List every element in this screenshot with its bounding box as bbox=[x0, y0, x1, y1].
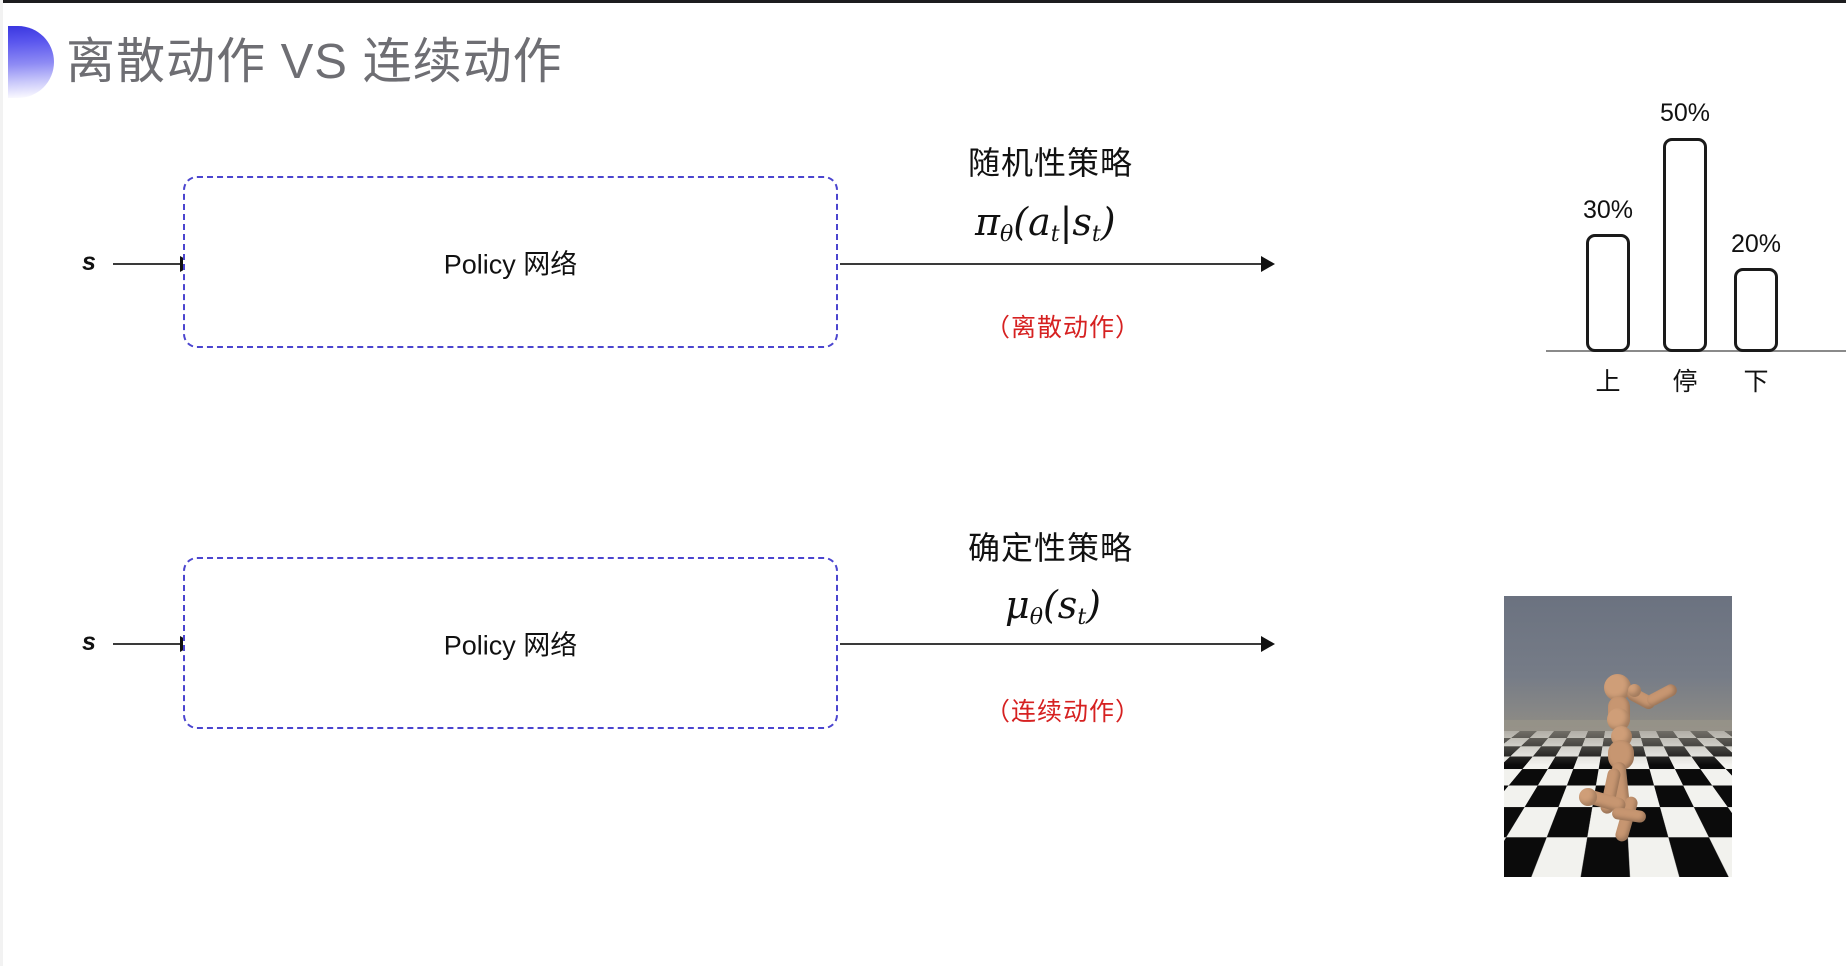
output-arrow-line-continuous bbox=[840, 643, 1265, 645]
formula-open-paren: ( bbox=[1013, 200, 1028, 244]
formula-head-sub: θ bbox=[1030, 605, 1043, 630]
input-state-label-discrete: s bbox=[82, 248, 96, 277]
formula-arg2-sub: t bbox=[1092, 222, 1101, 247]
formula-arg2: s bbox=[1072, 200, 1092, 244]
formula-bar: | bbox=[1060, 200, 1073, 244]
output-arrow-line-discrete bbox=[840, 263, 1265, 265]
policy-network-box-continuous[interactable]: Policy 网络 bbox=[183, 557, 838, 729]
page-title: 离散动作 VS 连续动作 bbox=[66, 26, 563, 98]
policy-network-box-discrete[interactable]: Policy 网络 bbox=[183, 176, 838, 348]
frame-left-edge bbox=[0, 0, 3, 966]
humanoid-simulation-image bbox=[1504, 596, 1732, 877]
formula-arg1: s bbox=[1058, 583, 1078, 627]
policy-type-name-discrete: 随机性策略 bbox=[968, 138, 1133, 184]
header-accent-shape bbox=[8, 26, 54, 98]
bar-category-2: 下 bbox=[1726, 362, 1786, 398]
frame-top-edge bbox=[0, 0, 1846, 3]
input-arrow-line-continuous bbox=[113, 643, 185, 645]
input-state-label-continuous: s bbox=[82, 628, 96, 657]
formula-head: μ bbox=[1005, 583, 1030, 627]
formula-arg1-sub: t bbox=[1051, 222, 1060, 247]
bar-category-1: 停 bbox=[1655, 362, 1715, 398]
formula-head: π bbox=[975, 200, 1000, 244]
formula-arg1: a bbox=[1028, 200, 1051, 244]
bar-category-0: 上 bbox=[1578, 362, 1638, 398]
humanoid-knee bbox=[1579, 788, 1597, 806]
output-arrow-head-discrete bbox=[1261, 256, 1275, 272]
bar-0 bbox=[1586, 234, 1630, 352]
bar-2 bbox=[1734, 268, 1778, 352]
output-arrow-head-continuous bbox=[1261, 636, 1275, 652]
bar-value-2: 20% bbox=[1714, 230, 1798, 259]
bar-value-1: 50% bbox=[1643, 99, 1727, 128]
action-type-note-discrete: （离散动作） bbox=[985, 308, 1141, 344]
action-type-note-continuous: （连续动作） bbox=[985, 692, 1141, 728]
formula-close-paren: ) bbox=[1086, 583, 1101, 627]
bar-value-0: 30% bbox=[1566, 196, 1650, 225]
formula-arg1-sub: t bbox=[1077, 605, 1086, 630]
formula-close-paren: ) bbox=[1101, 200, 1116, 244]
input-arrow-line-discrete bbox=[113, 263, 185, 265]
policy-formula-continuous: μθ(st) bbox=[1005, 583, 1101, 630]
humanoid-hand bbox=[1628, 684, 1641, 697]
policy-formula-discrete: πθ(at|st) bbox=[975, 200, 1116, 247]
policy-network-label-discrete: Policy 网络 bbox=[185, 243, 836, 282]
policy-network-label-continuous: Policy 网络 bbox=[185, 624, 836, 663]
bar-1 bbox=[1663, 138, 1707, 352]
formula-head-sub: θ bbox=[1000, 222, 1013, 247]
action-probability-bar-chart: 30% 50% 20% 上 停 下 bbox=[1540, 96, 1846, 416]
formula-open-paren: ( bbox=[1043, 583, 1058, 627]
policy-type-name-continuous: 确定性策略 bbox=[968, 523, 1133, 569]
